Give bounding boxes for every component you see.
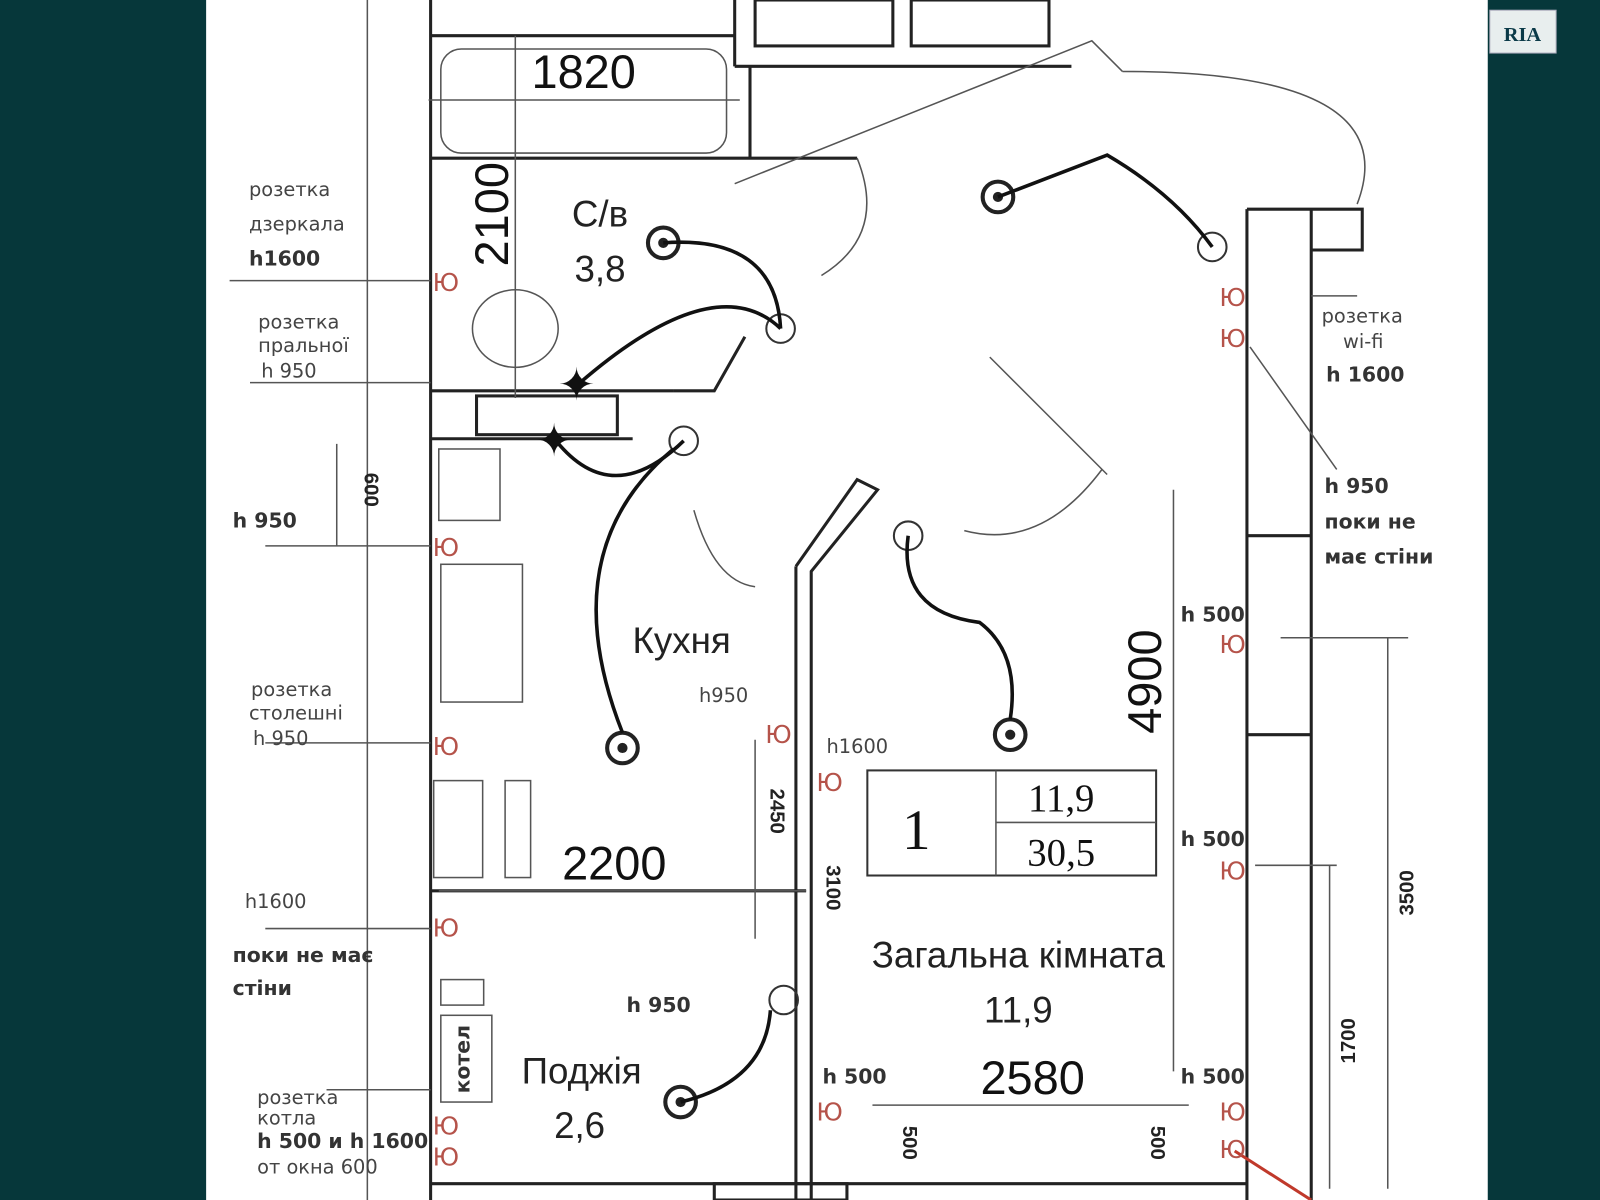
- dimensions: 1820 2100 2200 600 2450 3100 4900 2580 5…: [359, 46, 1418, 1160]
- socket-icon: Ю: [1219, 1135, 1245, 1164]
- note-no-wall-1: поки не має: [233, 943, 374, 967]
- living-area-value: 11,9: [1028, 777, 1094, 820]
- summary-table: 1 11,9 30,5: [902, 777, 1095, 874]
- wire: [663, 240, 783, 329]
- note-boiler-1: розетка: [257, 1086, 338, 1109]
- note-no-wall-right-3: має стіни: [1324, 544, 1433, 568]
- room-living-name: Загальна кімната: [872, 934, 1166, 975]
- dim-2450: 2450: [765, 789, 787, 834]
- socket-icon: Ю: [816, 768, 842, 797]
- total-area-value: 30,5: [1027, 831, 1095, 874]
- note-boiler-3: h 500 и h 1600: [257, 1129, 428, 1153]
- note-no-wall-right-1: h 950: [1324, 474, 1388, 498]
- note-washer-2: пральної: [258, 334, 349, 357]
- note-h500-right-mid: h 500: [1181, 827, 1245, 851]
- note-h950: h 950: [233, 509, 297, 533]
- note-mirror-1: розетка: [249, 178, 330, 201]
- note-counter-1: розетка: [251, 678, 332, 701]
- room-kitchen-name: Кухня: [632, 620, 730, 661]
- note-counter-2: столешні: [249, 701, 343, 724]
- boiler-label: котел: [450, 1025, 474, 1093]
- room-loggia-area: 2,6: [554, 1105, 605, 1146]
- apartment-number: 1: [902, 799, 931, 862]
- note-h1600: h1600: [245, 890, 307, 913]
- socket-icon: Ю: [816, 1097, 842, 1126]
- note-washer-3: h 950: [261, 360, 316, 383]
- note-boiler-2: котла: [257, 1106, 316, 1129]
- note-kitchen-h950: h950: [699, 684, 748, 707]
- note-wifi-2: wi-fi: [1343, 330, 1383, 353]
- socket-icon: Ю: [1219, 324, 1245, 353]
- switch-icon: [1196, 231, 1228, 263]
- note-mirror-3: h1600: [249, 246, 320, 270]
- socket-icon: Ю: [433, 732, 459, 761]
- dim-bath-width: 1820: [531, 46, 635, 98]
- notes-right: розетка wi-fi h 1600 h 950 поки не має с…: [1322, 304, 1434, 568]
- socket-icon: Ю: [433, 914, 459, 943]
- socket-icon: Ю: [1219, 283, 1245, 312]
- dim-room-length: 4900: [1119, 629, 1171, 733]
- notes-left: розетка дзеркала h1600 розетка пральної …: [233, 178, 429, 1179]
- note-h500-left: h 500: [822, 1065, 886, 1089]
- wire: [575, 305, 782, 388]
- dim-bath-height: 2100: [466, 162, 518, 266]
- socket-icon: Ю: [433, 533, 459, 562]
- note-h500-bottom-right: h 500: [1181, 1065, 1245, 1089]
- sockets: Ю Ю Ю Ю Ю Ю Ю Ю Ю Ю Ю Ю Ю Ю Ю: [433, 268, 1246, 1171]
- note-wifi-3: h 1600: [1326, 363, 1404, 387]
- socket-icon: Ю: [433, 268, 459, 297]
- socket-icon: Ю: [1219, 857, 1245, 886]
- note-h500-right-top: h 500: [1181, 602, 1245, 626]
- lighting-points: ✦ ✦: [535, 153, 1228, 1120]
- notes-center: h950 h1600 h 950 h 500 h 500 h 500 h 500: [627, 602, 1245, 1088]
- dim-3500: 3500: [1396, 870, 1418, 915]
- room-living-area: 11,9: [984, 989, 1053, 1030]
- dim-1700: 1700: [1338, 1018, 1360, 1063]
- junction-box-icon: ✦: [535, 414, 573, 467]
- switch-icon: [768, 984, 799, 1016]
- room-bathroom-name: С/в: [572, 194, 628, 235]
- wire: [997, 153, 1214, 248]
- note-wifi-1: розетка: [1322, 304, 1403, 327]
- ria-logo-text: RIA: [1504, 24, 1542, 46]
- note-counter-3: h 950: [253, 727, 308, 750]
- socket-icon: Ю: [433, 1142, 459, 1171]
- room-labels: С/в 3,8 Кухня Загальна кімната 11,9 Подж…: [450, 194, 1165, 1146]
- dim-500-right: 500: [1146, 1126, 1168, 1160]
- socket-icon: Ю: [433, 1112, 459, 1141]
- plan-paper: [206, 0, 1488, 1200]
- socket-icon: Ю: [1219, 630, 1245, 659]
- dim-500-left: 500: [898, 1126, 920, 1160]
- note-loggia-h950: h 950: [627, 993, 691, 1017]
- dim-600: 600: [359, 473, 381, 507]
- dim-kitchen-width: 2200: [562, 838, 666, 890]
- note-boiler-4: от окна 600: [257, 1155, 378, 1178]
- note-no-wall-2: стіни: [233, 976, 292, 1000]
- room-bathroom-area: 3,8: [574, 249, 625, 290]
- dim-3100: 3100: [822, 865, 844, 910]
- walls: [229, 0, 1409, 1200]
- note-washer-1: розетка: [258, 311, 339, 334]
- note-no-wall-right-2: поки не: [1324, 510, 1415, 534]
- note-mirror-2: дзеркала: [249, 213, 345, 236]
- wire: [594, 447, 675, 734]
- note-h1600: h1600: [827, 735, 889, 758]
- wire: [680, 1010, 773, 1104]
- wire: [905, 535, 1015, 720]
- socket-icon: Ю: [1219, 1097, 1245, 1126]
- socket-icon: Ю: [765, 720, 791, 749]
- switch-icon: [668, 425, 699, 457]
- dim-room-width: 2580: [980, 1052, 1084, 1104]
- ria-logo: RIA: [1489, 9, 1557, 54]
- room-loggia-name: Поджія: [522, 1051, 642, 1092]
- junction-box-icon: ✦: [558, 358, 596, 411]
